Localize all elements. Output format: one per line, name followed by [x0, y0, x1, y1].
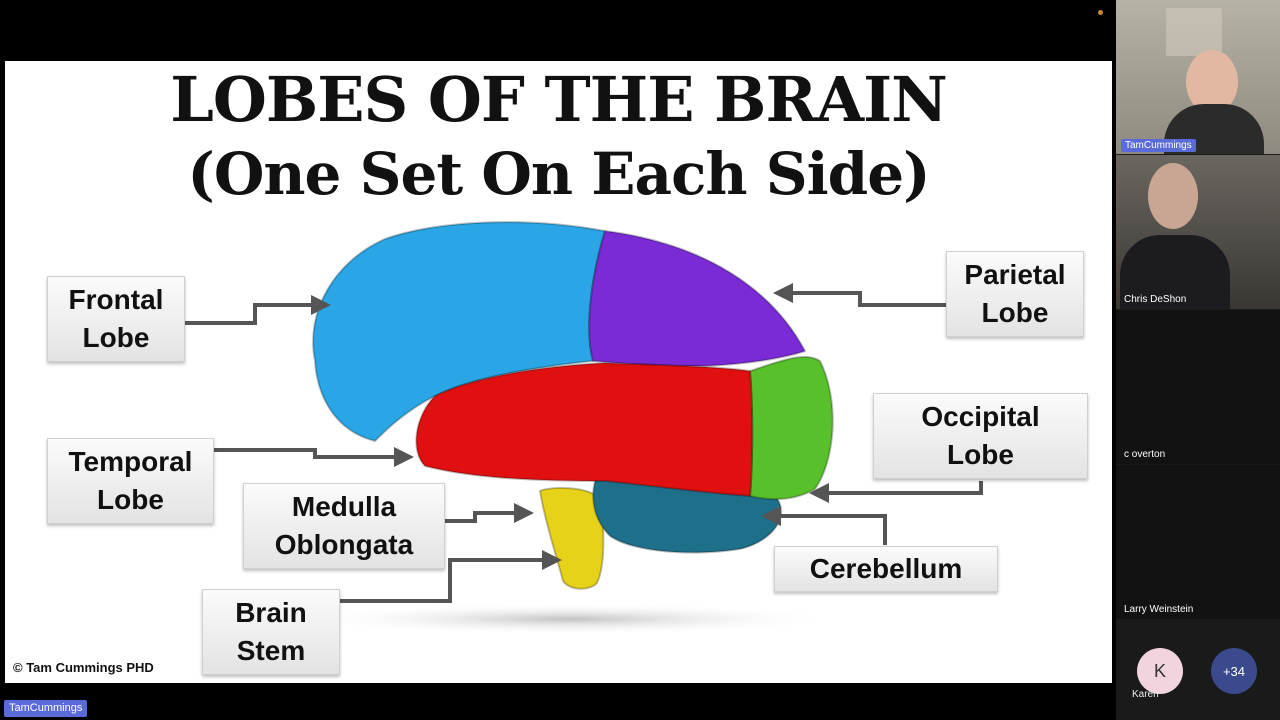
brain-shadow — [300, 603, 840, 635]
shared-screen: LOBES OF THE BRAIN (One Set On Each Side… — [4, 10, 1112, 717]
temporal-lobe-region — [415, 361, 754, 498]
brain-diagram — [183, 221, 983, 635]
label-occipital-lobe: Occipital Lobe — [873, 393, 1088, 479]
arrow-brain-stem — [339, 550, 562, 603]
label-temporal-lobe: Temporal Lobe — [47, 438, 214, 524]
participant-tile-chris-deshon[interactable]: Chris DeShon — [1116, 155, 1280, 309]
participant-tile-c-overton[interactable]: c overton — [1116, 310, 1280, 464]
participant-name: Chris DeShon — [1124, 294, 1187, 305]
copyright-text: © Tam Cummings PHD — [13, 660, 154, 675]
participant-body — [1120, 235, 1230, 309]
arrow-occipital — [809, 481, 983, 503]
label-parietal-lobe: Parietal Lobe — [946, 251, 1084, 337]
status-dot — [1098, 10, 1103, 15]
participant-face — [1186, 50, 1238, 114]
participant-name: TamCummings — [1121, 139, 1196, 152]
slide-title: LOBES OF THE BRAIN — [170, 63, 948, 136]
label-frontal-lobe: Frontal Lobe — [47, 276, 185, 362]
arrow-frontal — [183, 295, 331, 325]
participant-name: Larry Weinstein — [1124, 604, 1194, 615]
participant-panel: TamCummings Chris DeShon c overton Larry… — [1116, 0, 1280, 720]
arrow-cerebellum — [761, 506, 887, 545]
participant-tile-tamcummings[interactable]: TamCummings — [1116, 0, 1280, 154]
participant-tile-larry-weinstein[interactable]: Larry Weinstein — [1116, 465, 1280, 619]
participant-avatar-karen[interactable]: K — [1137, 648, 1183, 694]
label-brain-stem: Brain Stem — [202, 589, 340, 675]
participant-face — [1148, 163, 1198, 229]
occipital-lobe-region — [748, 355, 834, 501]
label-cerebellum: Cerebellum — [774, 546, 998, 592]
more-participants-button[interactable]: +34 — [1211, 648, 1257, 694]
parietal-lobe-region — [588, 229, 807, 368]
brain-stem-region — [538, 486, 605, 590]
arrow-medulla — [417, 503, 534, 523]
slide-subtitle: (One Set On Each Side) — [187, 140, 930, 208]
wall-art — [1166, 8, 1222, 56]
arrow-parietal — [773, 283, 947, 307]
label-medulla-oblongata: Medulla Oblongata — [243, 483, 445, 569]
participant-avatar-name: Karen — [1132, 689, 1159, 700]
screen-share-owner-tag: TamCummings — [4, 700, 88, 717]
presentation-slide: LOBES OF THE BRAIN (One Set On Each Side… — [5, 61, 1112, 683]
participant-name: c overton — [1124, 449, 1166, 460]
arrow-temporal — [213, 447, 414, 467]
